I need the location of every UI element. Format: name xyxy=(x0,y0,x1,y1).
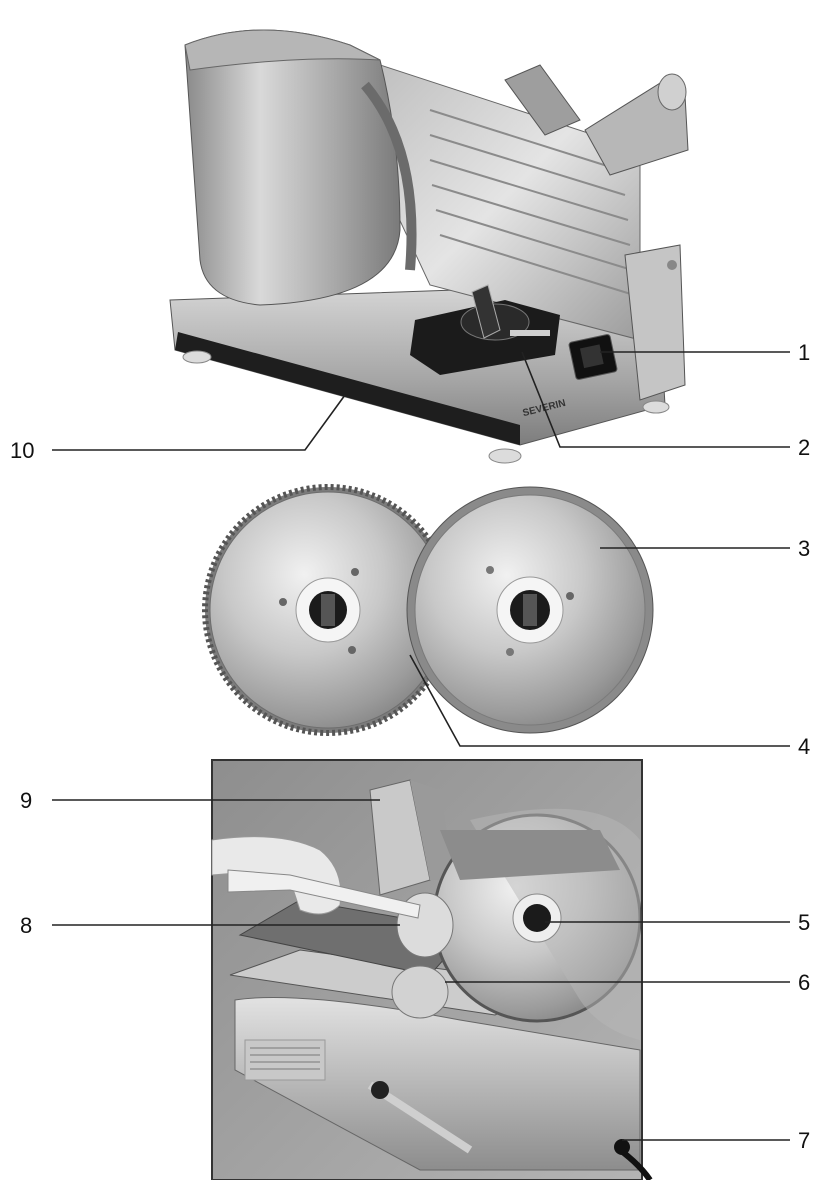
callout-7: 7 xyxy=(798,1128,810,1153)
callout-6: 6 xyxy=(798,970,810,995)
smooth-blade xyxy=(406,486,654,734)
thickness-control xyxy=(410,284,560,375)
foot-left xyxy=(182,350,212,364)
callout-1: 1 xyxy=(798,340,810,365)
usage-photo xyxy=(211,759,653,1180)
side-bolt xyxy=(667,260,677,270)
photo-holder-handle xyxy=(227,869,421,919)
callout-4: 4 xyxy=(798,734,810,759)
photo-rear-plate xyxy=(440,830,620,880)
photo-warning-label xyxy=(244,1039,326,1081)
callout-10: 10 xyxy=(10,438,34,463)
handle-end xyxy=(657,73,687,111)
housing-top xyxy=(184,29,381,71)
leader-2 xyxy=(521,351,790,448)
photo-bread-bottom xyxy=(391,965,449,1019)
serrated-blade xyxy=(202,484,454,736)
motor-housing xyxy=(184,29,401,306)
callout-5: 5 xyxy=(798,910,810,935)
base-front-strip xyxy=(175,332,520,445)
callout-numbers: 1 2 3 4 5 6 7 8 9 10 xyxy=(10,340,810,1153)
blade-edge xyxy=(361,81,417,271)
leader-10 xyxy=(52,394,346,451)
on-off-switch xyxy=(568,334,618,380)
food-holder-arm xyxy=(504,64,581,136)
callout-2: 2 xyxy=(798,435,810,460)
plate-ribs xyxy=(429,109,635,296)
foot-front xyxy=(488,448,522,464)
slicer-assembled: SEVERIN xyxy=(169,29,689,464)
photo-motor-housing xyxy=(234,997,641,1171)
callout-3: 3 xyxy=(798,536,810,561)
foot-right xyxy=(642,400,670,414)
leader-4 xyxy=(409,654,790,747)
callout-8: 8 xyxy=(20,913,32,938)
callout-9: 9 xyxy=(20,788,32,813)
leader-lines xyxy=(52,351,790,1141)
